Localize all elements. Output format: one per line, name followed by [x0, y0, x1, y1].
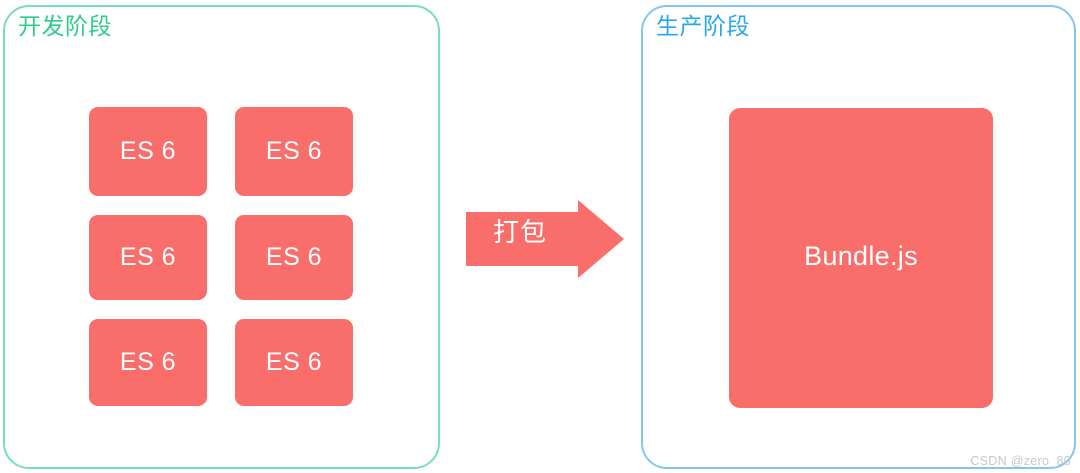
- es6-module-grid: ES 6 ES 6 ES 6 ES 6 ES 6 ES 6: [89, 107, 353, 410]
- es6-module-card: ES 6: [89, 319, 207, 406]
- bundle-output-label: Bundle.js: [804, 241, 918, 271]
- es6-module-card: ES 6: [89, 215, 207, 300]
- production-phase-container: [641, 5, 1076, 469]
- production-phase-label: 生产阶段: [656, 14, 750, 40]
- watermark: CSDN @zero_80: [970, 453, 1071, 468]
- development-phase-container: [3, 5, 440, 469]
- es6-module-label: ES 6: [265, 348, 323, 376]
- es6-module-label: ES 6: [119, 348, 177, 376]
- es6-module-card: ES 6: [235, 215, 353, 300]
- es6-module-label: ES 6: [119, 137, 177, 165]
- arrow-label-package: 打包: [492, 218, 547, 248]
- es6-module-label: ES 6: [119, 243, 177, 271]
- bundle-output-card: Bundle.js: [729, 108, 993, 408]
- es6-module-card: ES 6: [235, 107, 353, 196]
- es6-module-label: ES 6: [265, 243, 323, 271]
- development-phase-label: 开发阶段: [18, 14, 112, 40]
- es6-module-label: ES 6: [265, 137, 323, 165]
- es6-module-card: ES 6: [235, 319, 353, 406]
- es6-module-card: ES 6: [89, 107, 207, 196]
- right-arrow-icon: [464, 197, 626, 281]
